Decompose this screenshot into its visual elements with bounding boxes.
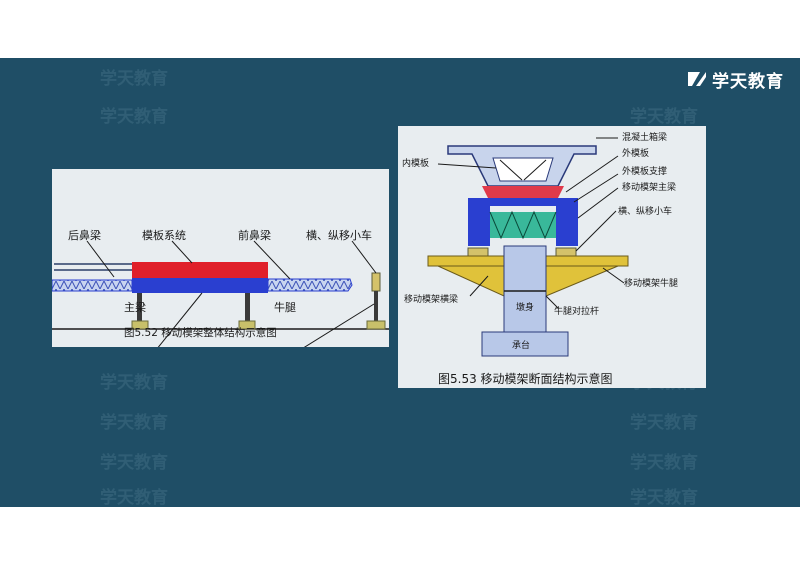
watermark: 学天教育: [630, 107, 698, 127]
watermark: 学天教育: [100, 373, 168, 393]
label-box-girder: 混凝土箱梁: [622, 131, 667, 143]
leader-line: [253, 240, 291, 280]
label-trolley: 横、纵移小车: [618, 205, 672, 217]
outer-form: [482, 186, 564, 198]
label-cap: 承台: [512, 339, 530, 351]
trolley: [555, 247, 577, 257]
front-nose-truss: [267, 278, 353, 292]
watermark: 学天教育: [100, 413, 168, 433]
watermark: 学天教育: [630, 488, 698, 507]
leader-line: [157, 292, 203, 347]
brand-mark-icon: [688, 72, 706, 86]
watermark: 学天教育: [100, 107, 168, 127]
corbel-left: [437, 265, 505, 297]
label-outer-support: 外模板支撑: [622, 165, 667, 177]
caption-figure-5-52: 图5.52 移动模架整体结构示意图: [124, 327, 277, 339]
overall-structure-diagram: 后鼻梁 模板系统 前鼻梁 横、纵移小车: [52, 228, 389, 347]
support-base: [238, 320, 256, 330]
green-truss: [490, 212, 556, 238]
support-leg: [245, 293, 250, 321]
watermark: 学天教育: [630, 453, 698, 473]
support-leg: [374, 291, 378, 321]
label-pier: 墩身: [516, 301, 534, 313]
leader-line: [86, 240, 115, 278]
support-base: [131, 320, 149, 330]
leader-line: [303, 303, 375, 347]
slide: 学天教育 学天教育 学天教育 学天教育 学天教育 学天教育 学天教育 学天教育 …: [0, 58, 800, 507]
cross-section-diagram: 混凝土箱梁 内模板 外模板 外模板支撑 移动模架主梁 横、纵移小车 移动模架牛腿…: [402, 131, 678, 357]
watermark: 学天教育: [100, 488, 168, 507]
pier: [503, 245, 547, 333]
label-front-nose: 前鼻梁: [238, 228, 271, 242]
watermark: 学天教育: [630, 413, 698, 433]
outer-form-support: [468, 198, 578, 206]
label-outer-form: 外模板: [622, 147, 649, 159]
watermark: 学天教育: [100, 69, 168, 89]
support-base: [366, 320, 386, 330]
figure-cross-section: 混凝土箱梁 内模板 外模板 外模板支撑 移动模架主梁 横、纵移小车 移动模架牛腿…: [398, 126, 706, 388]
label-rear-nose: 后鼻梁: [68, 228, 101, 242]
label-tie-rod: 牛腿对拉杆: [554, 305, 599, 317]
leader-line: [171, 240, 193, 264]
main-girder-right: [556, 206, 578, 246]
label-formwork: 模板系统: [142, 228, 186, 242]
rear-nose-truss: [52, 279, 133, 292]
leader-line: [351, 240, 377, 274]
label-main-beam: 主梁: [124, 301, 146, 314]
support-leg: [137, 293, 142, 321]
brand-name: 学天教育: [712, 71, 784, 92]
watermark: 学天教育: [100, 453, 168, 473]
label-trolley: 横、纵移小车: [306, 228, 372, 242]
label-corbel: 移动模架牛腿: [624, 277, 678, 289]
trolley: [467, 247, 489, 257]
main-beam: [132, 277, 268, 293]
label-corbel: 牛腿: [274, 301, 296, 314]
label-inner-form: 内模板: [402, 157, 429, 169]
label-main-girder: 移动模架主梁: [622, 181, 676, 193]
figure-overall-structure: 后鼻梁 模板系统 前鼻梁 横、纵移小车 主梁 牛腿 图5.52 移动模架整体结构…: [52, 169, 389, 347]
inner-form: [492, 157, 554, 182]
formwork: [132, 262, 268, 278]
caption-figure-5-53: 图5.53 移动模架断面结构示意图: [438, 372, 613, 386]
main-girder-left: [468, 206, 490, 246]
label-cross-beam: 移动模架横梁: [404, 293, 458, 305]
brand-logo: 学天教育: [686, 66, 784, 92]
pile-cap: [481, 331, 569, 357]
trolley: [371, 272, 381, 292]
